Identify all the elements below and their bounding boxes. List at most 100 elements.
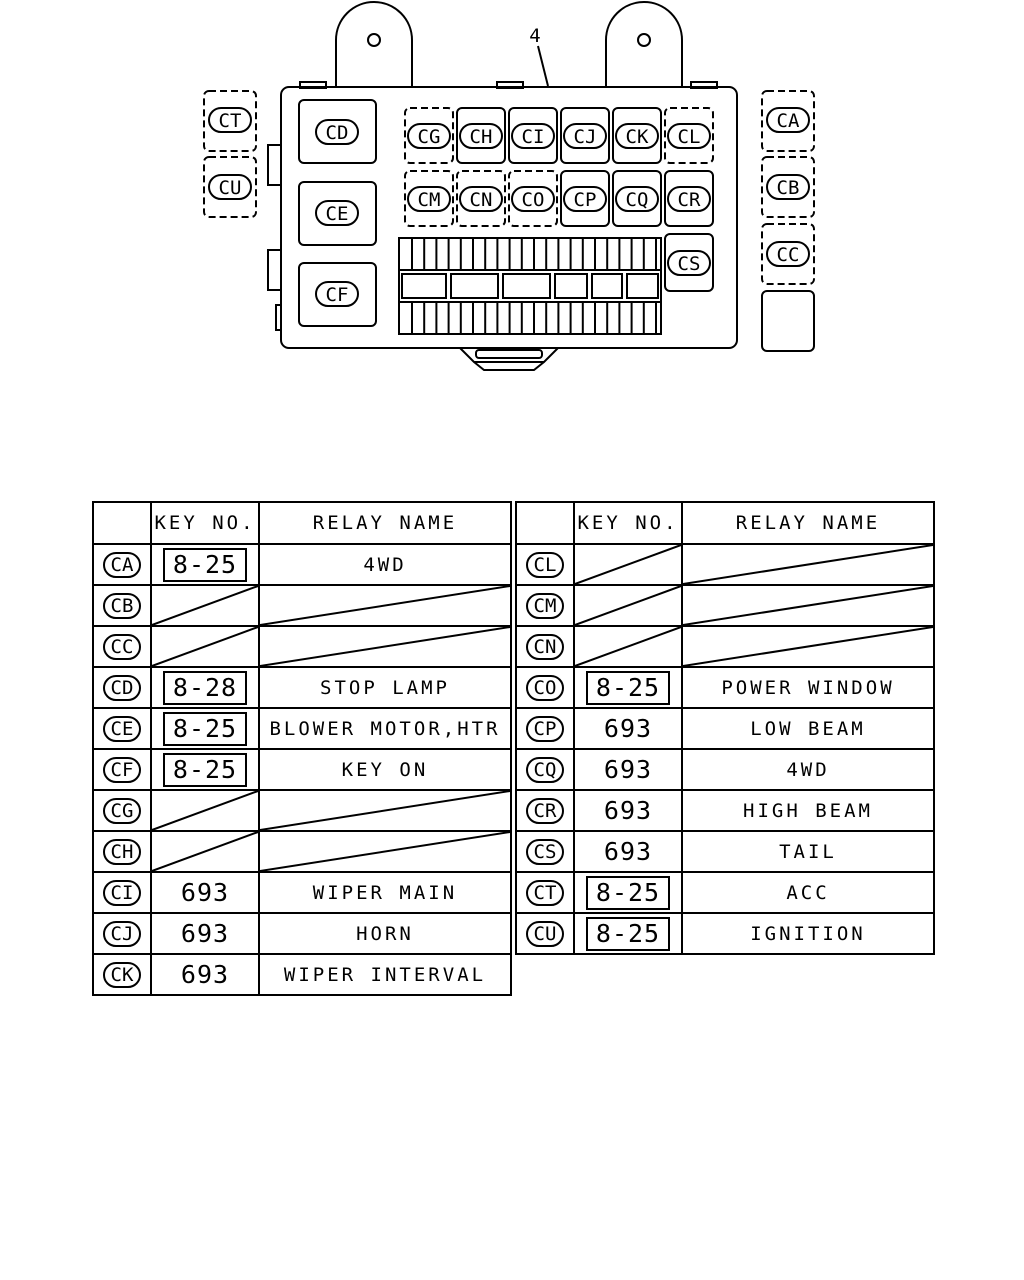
table-header: KEY NO. RELAY NAME (92, 501, 512, 545)
relay-label-ca: CA (766, 107, 810, 133)
key-no-cell: 693 (150, 953, 260, 996)
relay-code-cell: CR (515, 789, 575, 832)
relay-code: CE (102, 715, 142, 742)
relay-name: LOW BEAM (750, 717, 866, 740)
relay-code: CI (102, 879, 142, 906)
svg-text:CK: CK (626, 126, 649, 148)
relay-code: CR (525, 797, 565, 824)
relay-name: HIGH BEAM (743, 799, 873, 822)
relay-label-cd: CD (315, 119, 359, 145)
relay-name-cell: KEY ON (258, 748, 512, 791)
svg-text:CT: CT (219, 110, 242, 132)
relay-name-cell: STOP LAMP (258, 666, 512, 709)
svg-text:CH: CH (470, 126, 493, 148)
svg-text:CG: CG (418, 126, 441, 148)
table-row: CH (92, 830, 512, 873)
relay-code: CA (102, 551, 142, 578)
key-no-cell: 8-25 (573, 912, 683, 955)
key-no-cell (150, 625, 260, 668)
relay-name: BLOWER MOTOR,HTR (269, 717, 501, 740)
key-no-cell: 8-25 (150, 748, 260, 791)
table-row: CB (92, 584, 512, 627)
relay-label-ck: CK (615, 123, 659, 149)
relay-code: CU (525, 920, 565, 947)
relay-label-cg: CG (407, 123, 451, 149)
relay-code-cell: CS (515, 830, 575, 873)
svg-text:CL: CL (678, 126, 701, 148)
relay-code: CN (525, 633, 565, 660)
relay-name: KEY ON (341, 758, 429, 781)
relay-code-cell: CH (92, 830, 152, 873)
relay-label-ct: CT (208, 107, 252, 133)
relay-name: ACC (786, 881, 830, 904)
relay-code-cell: CB (92, 584, 152, 627)
key-no-cell: 693 (573, 830, 683, 873)
relay-name-cell (681, 625, 935, 668)
relay-code: CK (102, 961, 142, 988)
relay-code-cell: CC (92, 625, 152, 668)
header-relay-name: RELAY NAME (258, 501, 512, 545)
relay-code: CG (102, 797, 142, 824)
key-no-cell: 8-25 (573, 871, 683, 914)
key-no: 693 (603, 714, 653, 743)
relay-name-cell (681, 584, 935, 627)
relay-code-cell: CJ (92, 912, 152, 955)
relay-name-cell: HIGH BEAM (681, 789, 935, 832)
relay-label-ce: CE (315, 200, 359, 226)
relay-name: 4WD (786, 758, 830, 781)
key-no-cell: 8-25 (150, 543, 260, 586)
relay-name-cell: WIPER INTERVAL (258, 953, 512, 996)
relay-code-cell: CO (515, 666, 575, 709)
relay-code-cell: CI (92, 871, 152, 914)
header-key-no: KEY NO. (573, 501, 683, 545)
relay-name: POWER WINDOW (721, 676, 895, 699)
table-row: CL (515, 543, 935, 586)
table-row: CD 8-28 STOP LAMP (92, 666, 512, 709)
mount-tab-right (605, 1, 683, 86)
relay-table-right: KEY NO. RELAY NAME CL CM CN CO 8-25 POWER WIN… (515, 501, 935, 955)
relay-label-cb: CB (766, 174, 810, 200)
relay-code-cell: CU (515, 912, 575, 955)
relay-label-co: CO (511, 186, 555, 212)
relay-name-cell: WIPER MAIN (258, 871, 512, 914)
fuse-block (398, 237, 662, 335)
relay-code-cell: CL (515, 543, 575, 586)
relay-code: CL (525, 551, 565, 578)
svg-text:CN: CN (470, 189, 493, 211)
key-no-cell (150, 830, 260, 873)
header-key-no: KEY NO. (150, 501, 260, 545)
relay-name-cell (258, 830, 512, 873)
svg-text:CS: CS (678, 253, 701, 275)
key-no: 693 (180, 878, 230, 907)
relay-code-cell: CN (515, 625, 575, 668)
header-relay-name: RELAY NAME (681, 501, 935, 545)
key-no-cell (150, 584, 260, 627)
mount-tab-left (335, 1, 413, 86)
relay-label-cr: CR (667, 186, 711, 212)
header-code (515, 501, 575, 545)
key-no: 8-28 (162, 670, 248, 705)
relay-code-cell: CD (92, 666, 152, 709)
key-no: 693 (603, 837, 653, 866)
relay-label-cj: CJ (563, 123, 607, 149)
relay-label-cc: CC (766, 241, 810, 267)
key-no-cell (573, 584, 683, 627)
relay-code: CB (102, 592, 142, 619)
relay-code: CM (525, 592, 565, 619)
svg-text:CQ: CQ (626, 189, 649, 211)
relay-code-cell: CM (515, 584, 575, 627)
relay-label-cn: CN (459, 186, 503, 212)
table-header: KEY NO. RELAY NAME (515, 501, 935, 545)
key-no-cell: 693 (573, 789, 683, 832)
table-row: CC (92, 625, 512, 668)
relay-label-cm: CM (407, 186, 451, 212)
key-no-cell: 693 (573, 748, 683, 791)
relay-name-cell: IGNITION (681, 912, 935, 955)
relay-code: CJ (102, 920, 142, 947)
key-no: 8-25 (585, 670, 671, 705)
